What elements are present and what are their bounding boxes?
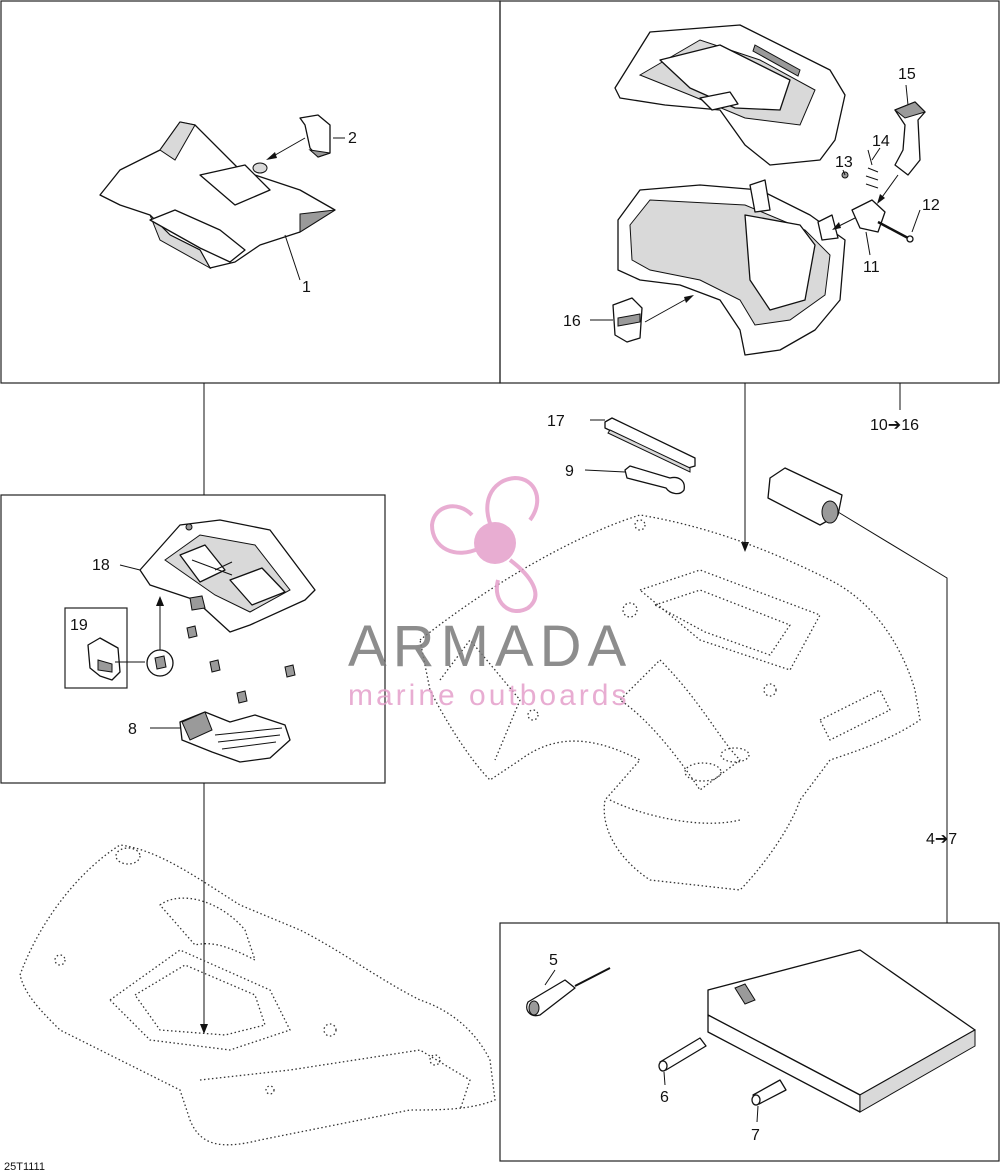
- watermark: ARMADA marine outboards: [348, 475, 632, 712]
- callout-10-16: 10➔16: [870, 417, 919, 434]
- storage-tub: [617, 179, 846, 356]
- drawing-code: 25T1111: [4, 1161, 45, 1173]
- callout-1: 1: [302, 279, 311, 296]
- part-19-clip: [87, 637, 145, 681]
- rear-fender-ghost-lower: [19, 844, 496, 1146]
- part-15-handle: [877, 101, 926, 204]
- part-11-latch-base: [832, 199, 886, 233]
- callout-9: 9: [565, 463, 574, 480]
- callout-5: 5: [549, 952, 558, 969]
- frame-bottom-right: [499, 922, 1000, 1162]
- part-18-tray: [139, 519, 316, 633]
- part-2-clip: [266, 114, 331, 160]
- operator-guide-book: [707, 949, 976, 1113]
- part-10-storage-lid: [614, 24, 846, 166]
- callout-labels: 1 2 15 14 13 12 11 16 10➔16 17 9 18 19 8…: [70, 66, 957, 1144]
- fasteners: [146, 596, 296, 704]
- frame-top-right: [499, 0, 1000, 384]
- watermark-subtitle: marine outboards: [348, 679, 629, 712]
- rear-fender-ghost: [419, 514, 921, 891]
- part-4-battery-pack: [767, 467, 843, 526]
- propeller-icon: [429, 475, 540, 614]
- callout-leaders: [119, 84, 921, 1123]
- callout-19: 19: [70, 617, 88, 634]
- part-14-spring: [865, 149, 879, 189]
- callout-15: 15: [898, 66, 916, 83]
- part-12-pin: [877, 220, 914, 243]
- frame-detail-19: [64, 607, 128, 689]
- callout-6: 6: [660, 1089, 669, 1106]
- part-6-socket: [658, 1037, 707, 1072]
- callout-2: 2: [348, 130, 357, 147]
- part-16-latch: [612, 295, 694, 343]
- callout-7: 7: [751, 1127, 760, 1144]
- part-17-strap: [604, 417, 696, 473]
- connector-lines: [200, 383, 948, 1034]
- callout-8: 8: [128, 721, 137, 738]
- callout-18: 18: [92, 557, 110, 574]
- part-7-fuse: [751, 1079, 787, 1106]
- part-1-rack-bracket: [99, 121, 336, 270]
- callout-17: 17: [547, 413, 565, 430]
- watermark-title: ARMADA: [348, 614, 632, 679]
- callout-4-7: 4➔7: [926, 831, 957, 848]
- callout-12: 12: [922, 197, 940, 214]
- part-8-tool-pouch: [179, 711, 291, 763]
- part-9-wrench: [624, 465, 685, 495]
- callout-14: 14: [872, 133, 890, 150]
- part-5-screwdriver: [526, 967, 611, 1017]
- callout-16: 16: [563, 313, 581, 330]
- frame-middle-left: [0, 494, 386, 784]
- callout-11: 11: [863, 259, 880, 276]
- callout-13: 13: [835, 154, 853, 171]
